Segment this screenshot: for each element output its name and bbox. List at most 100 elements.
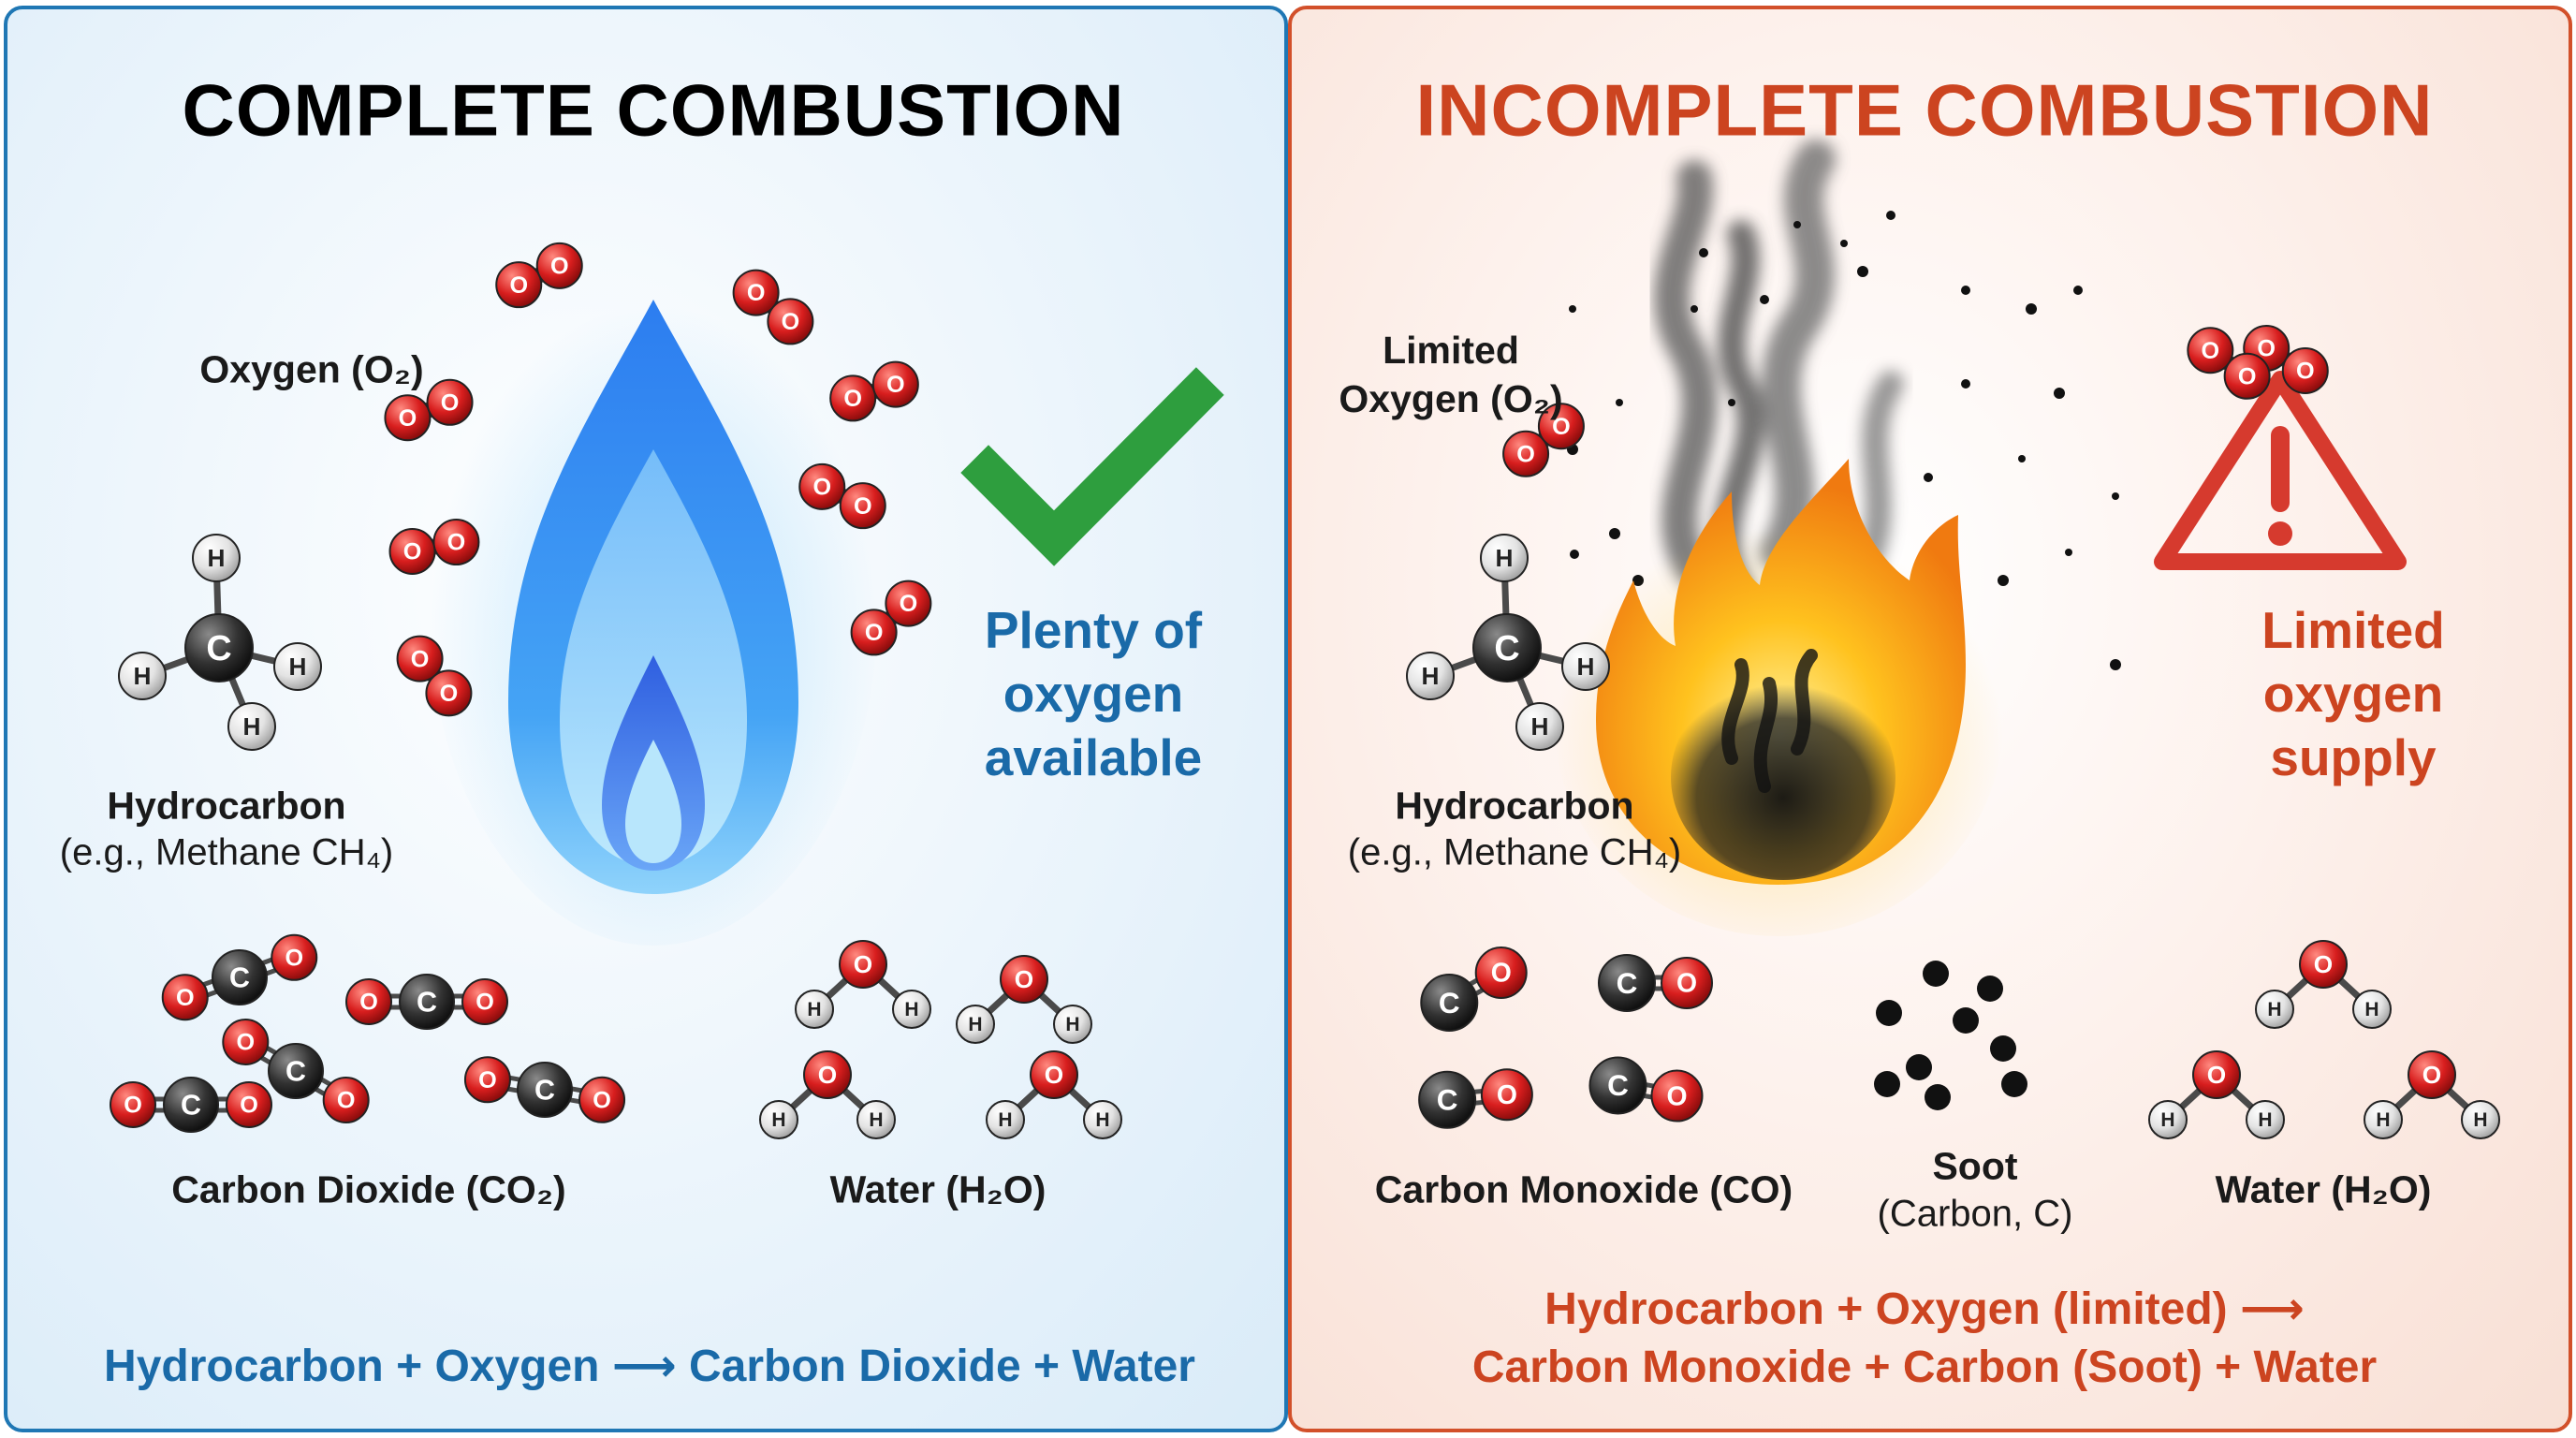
soot-speck xyxy=(1961,379,1970,389)
carbon-atom xyxy=(1588,1056,1647,1115)
soot-speck xyxy=(2073,286,2083,295)
atom-symbol: H xyxy=(1577,653,1595,681)
hydrogen-atom xyxy=(2255,990,2294,1029)
atom-symbol: H xyxy=(2364,999,2378,1020)
atom-symbol: H xyxy=(1095,1109,1109,1131)
atom-symbol: H xyxy=(289,653,307,681)
atom-symbol: C xyxy=(229,961,250,993)
atom-symbol: O xyxy=(865,620,884,646)
atom-symbol: O xyxy=(812,474,831,500)
atom-symbol: O xyxy=(550,253,569,279)
hydrogen-atom xyxy=(1053,1005,1092,1044)
atom-symbol: O xyxy=(476,990,494,1016)
hydrogen-atom xyxy=(227,702,276,751)
oxygen-molecule: OO xyxy=(384,378,474,442)
soot-speck xyxy=(1793,221,1801,228)
oxygen-atom xyxy=(396,635,444,682)
oxygen-atom xyxy=(767,298,814,345)
hydrogen-atom xyxy=(273,642,322,691)
carbon-atom xyxy=(517,1062,573,1118)
atom-symbol: H xyxy=(2376,1109,2390,1131)
oxygen-atom xyxy=(432,519,480,566)
atom-symbol: O xyxy=(782,309,800,335)
note-line: oxygen xyxy=(1003,665,1184,723)
hydrocarbon-label: Hydrocarbon xyxy=(1395,784,1634,828)
oxygen-atom xyxy=(2192,1050,2241,1099)
atom-symbol: O xyxy=(337,1088,356,1114)
soot-particle xyxy=(1925,1084,1951,1110)
panel-title: INCOMPLETE COMBUSTION xyxy=(1415,68,2434,152)
soot-particle xyxy=(1874,1071,1900,1097)
atom-symbol: O xyxy=(854,493,872,520)
oxygen-atom xyxy=(803,1050,852,1099)
equation-line: Carbon Monoxide + Carbon (Soot) + Water xyxy=(1471,1343,2378,1392)
carbon-atom xyxy=(212,949,268,1005)
hydrogen-atom xyxy=(956,1005,995,1044)
soot-speck xyxy=(2026,303,2037,315)
soot-speck xyxy=(1840,240,1848,247)
atom-symbol: O xyxy=(240,1093,258,1119)
oxygen-atom xyxy=(839,482,886,530)
hydrogen-atom xyxy=(795,990,834,1029)
oxygen-atom xyxy=(425,669,473,717)
hydrocarbon-example: (e.g., Methane CH₄) xyxy=(59,831,394,873)
equation-line: Hydrocarbon + Oxygen (limited) ⟶ xyxy=(1544,1284,2305,1334)
atom-symbol: O xyxy=(1045,1061,1063,1089)
blue-flame xyxy=(429,271,878,946)
oxygen-atom xyxy=(1474,946,1528,999)
atom-symbol: O xyxy=(2314,950,2333,978)
carbon-atom xyxy=(1418,1070,1477,1129)
smoke-particles xyxy=(1567,211,2121,670)
soot-speck xyxy=(1998,575,2009,586)
oxygen-atom xyxy=(1480,1068,1533,1122)
oxygen-atom xyxy=(2223,352,2271,400)
carbon-monoxide-molecule: OC xyxy=(1598,954,1713,1012)
soot-speck xyxy=(1728,399,1735,406)
carbon-monoxide-molecule: OC xyxy=(1588,1056,1704,1123)
oxygen-molecule: OO xyxy=(1502,403,1585,477)
soot-speck xyxy=(1616,399,1623,406)
oxygen-atom xyxy=(222,1019,270,1065)
note-line: Plenty of xyxy=(984,601,1203,659)
carbon-monoxide-molecule: OC xyxy=(1420,946,1528,1032)
hydrogen-atom xyxy=(759,1100,798,1139)
soot-particle xyxy=(1977,976,2003,1002)
hydrocarbon-example: (e.g., Methane CH₄) xyxy=(1347,831,1682,873)
oxygen-atom xyxy=(495,261,543,309)
atom-symbol: C xyxy=(181,1089,201,1121)
oxygen-atom xyxy=(461,978,508,1025)
hydrocarbon-label: Hydrocarbon xyxy=(107,784,346,828)
atom-symbol: C xyxy=(1439,986,1460,1020)
oxygen-atom xyxy=(850,609,898,656)
atom-symbol: O xyxy=(237,1030,256,1056)
oxygen-atom xyxy=(426,378,474,426)
oxygen-supply-note: Limited oxygen supply xyxy=(2261,598,2445,789)
atom-symbol: O xyxy=(1676,969,1697,999)
oxygen-atom xyxy=(535,242,583,289)
soot-speck xyxy=(1690,305,1698,313)
atom-symbol: O xyxy=(2207,1061,2226,1089)
atom-symbol: O xyxy=(2422,1061,2441,1089)
soot-label: Soot xyxy=(1932,1144,2018,1188)
atom-symbol: O xyxy=(1497,1080,1517,1110)
atom-symbol: H xyxy=(1531,712,1549,741)
oxygen-atom xyxy=(388,527,436,575)
oxygen-atom xyxy=(871,360,919,408)
atom-symbol: O xyxy=(900,591,918,617)
oxygen-molecule: OO xyxy=(2187,327,2271,400)
atom-symbol: O xyxy=(2257,336,2276,362)
oxygen-atom xyxy=(2281,347,2329,394)
soot-particle xyxy=(1923,961,1949,987)
atom-symbol: O xyxy=(843,386,862,412)
oxygen-atom xyxy=(578,1076,626,1123)
